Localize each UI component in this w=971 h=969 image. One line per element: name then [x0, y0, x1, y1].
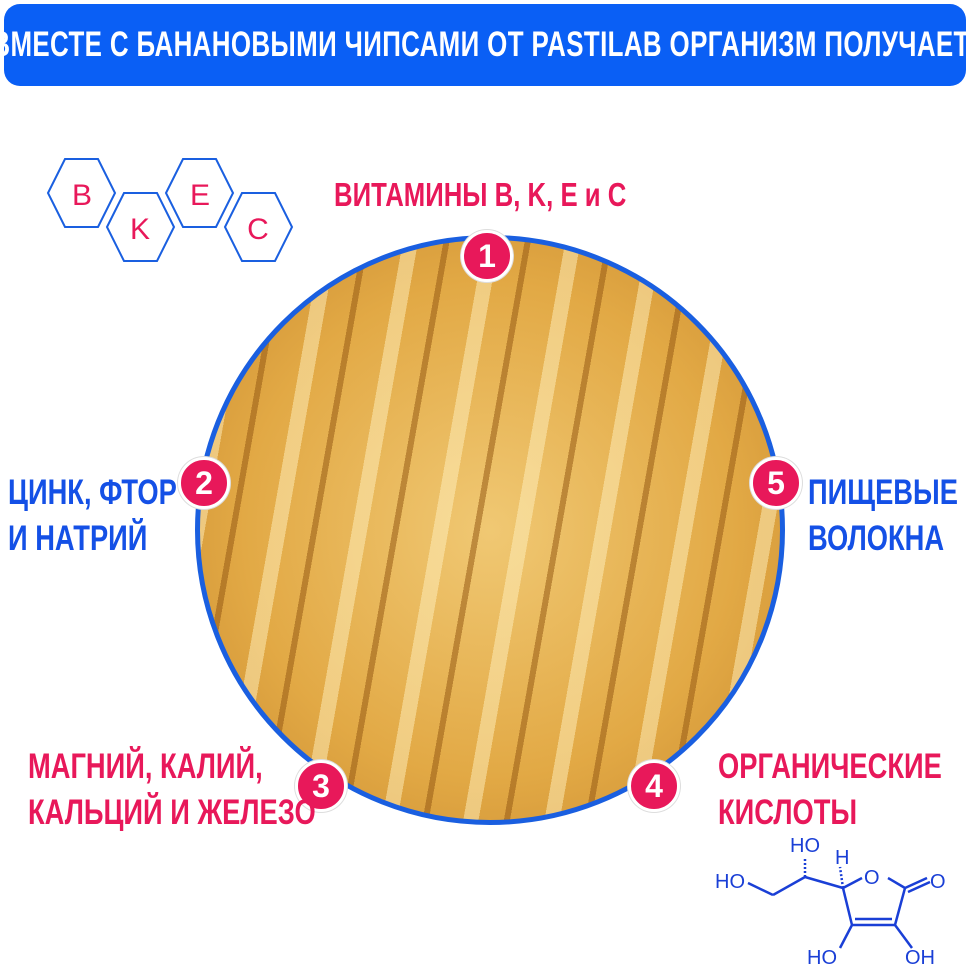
molecule-label: O	[864, 867, 880, 889]
benefit-line: КИСЛОТЫ	[718, 792, 858, 832]
benefit-line: ВОЛОКНА	[808, 518, 945, 558]
banner-title: ВМЕСТЕ С БАНАНОВЫМИ ЧИПСАМИ ОТ PASTILAB …	[0, 25, 971, 64]
molecule-label: HO	[807, 947, 837, 969]
vitamin-hexagons-icon: B K E C	[46, 158, 294, 262]
benefit-line: ОРГАНИЧЕСКИЕ	[718, 747, 942, 786]
benefit-1-label: ВИТАМИНЫ B, K, E и C	[334, 174, 626, 217]
hexagon-label: B	[72, 179, 92, 212]
badge-3: 3	[295, 760, 347, 812]
benefit-line: И НАТРИЙ	[8, 518, 148, 558]
benefit-line: ВИТАМИНЫ B, K, E и C	[334, 176, 627, 213]
header-banner: ВМЕСТЕ С БАНАНОВЫМИ ЧИПСАМИ ОТ PASTILAB …	[0, 4, 971, 86]
benefit-3-label: МАГНИЙ, КАЛИЙ, КАЛЬЦИЙ И ЖЕЛЕЗО	[28, 744, 316, 835]
benefit-4-label: ОРГАНИЧЕСКИЕ КИСЛОТЫ	[718, 744, 942, 835]
badge-5: 5	[750, 457, 802, 509]
benefit-2-label: ЦИНК, ФТОР И НАТРИЙ	[8, 470, 177, 561]
hexagon-label: K	[130, 213, 150, 246]
badge-2: 2	[178, 457, 230, 509]
molecule-label: HO	[790, 835, 820, 857]
hexagon-b	[46, 158, 117, 228]
hexagon-c	[223, 192, 294, 262]
benefit-line: ЦИНК, ФТОР	[8, 473, 177, 512]
molecule-label: O	[930, 871, 946, 893]
molecule-label: H	[835, 847, 849, 869]
hexagon-k	[105, 192, 176, 262]
benefit-line: МАГНИЙ, КАЛИЙ,	[28, 747, 263, 786]
banana-chips-photo	[195, 235, 785, 825]
hexagon-e	[164, 158, 235, 228]
molecule-label: HO	[715, 871, 745, 893]
badge-4: 4	[628, 760, 680, 812]
badge-1: 1	[461, 230, 513, 282]
benefit-5-label: ПИЩЕВЫЕ ВОЛОКНА	[808, 470, 958, 561]
benefit-line: ПИЩЕВЫЕ	[808, 473, 958, 512]
molecule-label: OH	[905, 947, 935, 969]
benefit-line: КАЛЬЦИЙ И ЖЕЛЕЗО	[28, 792, 316, 832]
hexagon-label: E	[190, 179, 210, 212]
hexagon-label: C	[247, 213, 269, 246]
ascorbic-acid-structure-icon: HO HO H O O HO OH	[715, 835, 946, 969]
